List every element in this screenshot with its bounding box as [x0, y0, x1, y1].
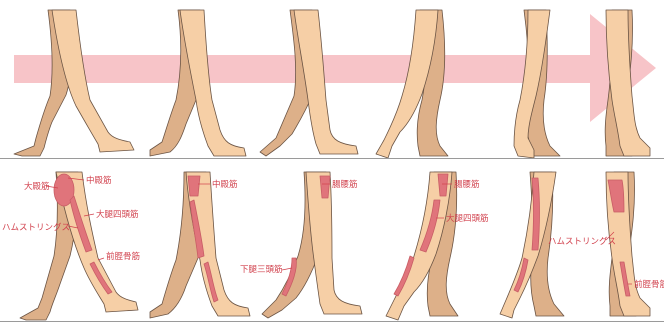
leg-pair-phase-5 — [514, 10, 560, 158]
muscle-thigh — [532, 178, 540, 250]
leg-pair-phase-6 — [605, 10, 650, 156]
label-hamstrings-2: ハムストリングス — [548, 236, 616, 247]
label-quadriceps: 大腿四頭筋 — [96, 209, 139, 220]
label-hamstrings: ハムストリングス — [2, 222, 70, 233]
top-row — [0, 10, 664, 159]
leg-pair-phase-1-muscles — [20, 172, 138, 320]
label-iliopsoas: 腸腰筋 — [332, 179, 358, 190]
leg-pair-phase-2-muscles — [150, 172, 250, 318]
bottom-row: 大殿筋 中殿筋 大腿四頭筋 ハムストリングス 前脛骨筋 中殿筋 腸腰筋 下腿三頭… — [0, 172, 664, 322]
label-tibialis-anterior-2: 前脛骨筋 — [634, 279, 664, 290]
leg-pair-phase-3-muscles — [262, 172, 362, 318]
label-gluteus-medius: 中殿筋 — [86, 175, 112, 186]
muscle-iliopsoas — [438, 174, 448, 196]
muscle-iliopsoas — [320, 176, 330, 198]
label-tibialis-anterior: 前脛骨筋 — [106, 251, 140, 262]
leg-pair-phase-4-muscles — [386, 172, 458, 320]
label-gluteus-medius-2: 中殿筋 — [212, 179, 238, 190]
label-iliopsoas-2: 腸腰筋 — [454, 179, 480, 190]
muscle-gluteus-medius — [188, 176, 200, 196]
label-triceps-surae: 下腿三頭筋 — [240, 264, 283, 275]
label-quadriceps-2: 大腿四頭筋 — [446, 213, 489, 224]
front-leg — [306, 172, 362, 314]
label-gluteus-maximus: 大殿筋 — [24, 181, 50, 192]
progression-arrow — [14, 14, 656, 122]
leg-pair-phase-4 — [376, 10, 448, 158]
